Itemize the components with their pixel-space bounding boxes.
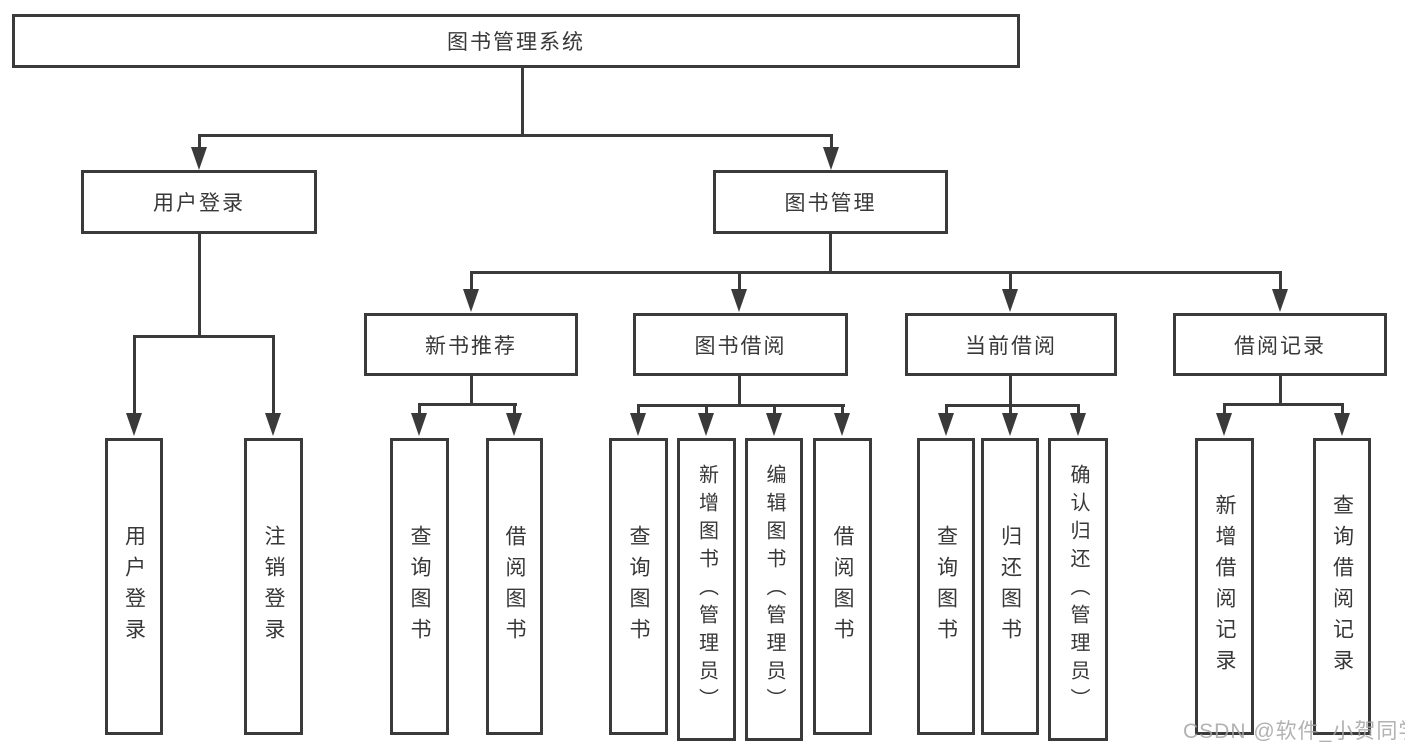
connector-rec-leaf2 <box>513 403 516 417</box>
connector-cur-leaf1 <box>945 404 948 417</box>
arrow-bor-leaf3 <box>766 413 782 436</box>
leaf-recommend-borrow-book: 借阅图书 <box>486 438 543 735</box>
leaf-borrow-add-book-admin: 新增图书（管理员） <box>677 438 736 741</box>
leaf-user-login-label: 用户登录 <box>122 524 146 649</box>
node-book-management-label: 图书管理 <box>784 192 877 215</box>
connector-current-bar <box>945 404 1080 407</box>
connector-recs-leaf2 <box>1341 403 1344 417</box>
connector-bor-leaf1 <box>637 404 640 417</box>
arrow-cur-leaf2 <box>1002 413 1018 436</box>
leaf-borrow-borrow-book-label: 借阅图书 <box>831 524 854 649</box>
leaf-records-add-record: 新增借阅记录 <box>1195 438 1254 735</box>
leaf-records-add-record-label: 新增借阅记录 <box>1213 493 1236 680</box>
node-book-borrow: 图书借阅 <box>633 313 848 376</box>
connector-recommend-stem <box>470 376 473 406</box>
leaf-borrow-query-book: 查询图书 <box>609 438 668 735</box>
connector-to-leaf-user-login <box>133 335 136 415</box>
node-current-borrow-label: 当前借阅 <box>965 334 1057 358</box>
connector-to-book-management <box>830 134 833 152</box>
node-new-book-recommend: 新书推荐 <box>364 313 578 376</box>
leaf-borrow-query-book-label: 查询图书 <box>627 524 650 649</box>
connector-to-recommend <box>470 271 473 292</box>
connector-to-current <box>1009 271 1012 292</box>
arrow-to-leaf-user-login <box>126 413 142 436</box>
leaf-current-confirm-return-admin: 确认归还（管理员） <box>1048 438 1108 741</box>
connector-cur-leaf3 <box>1077 404 1080 417</box>
connector-root-stem <box>521 67 524 135</box>
arrow-to-borrow <box>731 289 747 312</box>
arrow-bor-leaf1 <box>630 413 646 436</box>
arrow-to-leaf-logout <box>265 413 281 436</box>
leaf-user-login: 用户登录 <box>105 438 163 735</box>
connector-rec-leaf1 <box>418 403 421 417</box>
leaf-current-return-book-label: 归还图书 <box>998 524 1022 649</box>
connector-to-user-login <box>198 134 201 152</box>
node-user-login-label: 用户登录 <box>153 192 245 215</box>
connector-current-stem <box>1009 376 1012 407</box>
connector-recs-leaf1 <box>1223 403 1226 417</box>
node-book-borrow-label: 图书借阅 <box>694 334 787 358</box>
leaf-borrow-borrow-book: 借阅图书 <box>813 438 872 735</box>
connector-bor-leaf2 <box>705 404 708 417</box>
leaf-logout-label: 注销登录 <box>262 524 285 649</box>
arrow-to-recommend <box>463 289 479 312</box>
leaf-recommend-query-book: 查询图书 <box>390 438 449 735</box>
arrow-bor-leaf4 <box>834 413 850 436</box>
leaf-logout: 注销登录 <box>244 438 303 735</box>
connector-to-borrow <box>738 271 741 292</box>
connector-bor-leaf3 <box>773 404 776 417</box>
leaf-current-query-book-label: 查询图书 <box>934 524 958 649</box>
leaf-borrow-edit-book-admin-label: 编辑图书（管理员） <box>763 463 785 716</box>
arrow-recs-leaf2 <box>1334 413 1350 436</box>
connector-cur-leaf2 <box>1009 404 1012 417</box>
connector-records-bar <box>1223 403 1344 406</box>
leaf-current-query-book: 查询图书 <box>917 438 975 735</box>
node-new-book-recommend-label: 新书推荐 <box>425 334 517 358</box>
node-root: 图书管理系统 <box>12 14 1020 68</box>
leaf-records-query-record: 查询借阅记录 <box>1313 438 1371 735</box>
leaf-recommend-query-book-label: 查询图书 <box>408 524 431 649</box>
leaf-current-return-book: 归还图书 <box>981 438 1039 735</box>
arrow-to-book-management <box>823 147 839 170</box>
arrow-bor-leaf2 <box>698 413 714 436</box>
connector-records-stem <box>1279 376 1282 406</box>
arrow-to-records <box>1272 289 1288 312</box>
leaf-records-query-record-label: 查询借阅记录 <box>1330 493 1354 680</box>
arrow-to-user-login <box>191 147 207 170</box>
leaf-recommend-borrow-book-label: 借阅图书 <box>503 524 526 649</box>
connector-root-bar <box>198 134 833 137</box>
connector-borrow-stem <box>738 376 741 407</box>
leaf-current-confirm-return-admin-label: 确认归还（管理员） <box>1067 463 1089 716</box>
node-user-login: 用户登录 <box>81 170 317 234</box>
connector-to-leaf-logout <box>272 335 275 415</box>
node-book-management: 图书管理 <box>713 170 948 234</box>
connector-mgmt-stem <box>829 233 832 274</box>
leaf-borrow-add-book-admin-label: 新增图书（管理员） <box>695 463 718 716</box>
connector-login-stem <box>198 233 201 338</box>
connector-mgmt-bar <box>470 271 1282 274</box>
connector-bor-leaf4 <box>841 404 844 417</box>
arrow-recs-leaf1 <box>1216 413 1232 436</box>
arrow-rec-leaf1 <box>411 413 427 436</box>
node-borrow-records-label: 借阅记录 <box>1234 334 1326 358</box>
connector-to-records <box>1279 271 1282 292</box>
connector-login-bar <box>133 335 275 338</box>
leaf-borrow-edit-book-admin: 编辑图书（管理员） <box>745 438 803 741</box>
connector-recommend-bar <box>418 403 517 406</box>
arrow-to-current <box>1002 289 1018 312</box>
connector-borrow-bar <box>637 404 845 407</box>
arrow-cur-leaf1 <box>938 413 954 436</box>
arrow-cur-leaf3 <box>1070 413 1086 436</box>
csdn-watermark: CSDN @软件_小贺同学 <box>1183 720 1405 743</box>
node-borrow-records: 借阅记录 <box>1173 313 1387 376</box>
node-current-borrow: 当前借阅 <box>905 313 1117 376</box>
arrow-rec-leaf2 <box>506 413 522 436</box>
node-root-label: 图书管理系统 <box>447 31 585 54</box>
